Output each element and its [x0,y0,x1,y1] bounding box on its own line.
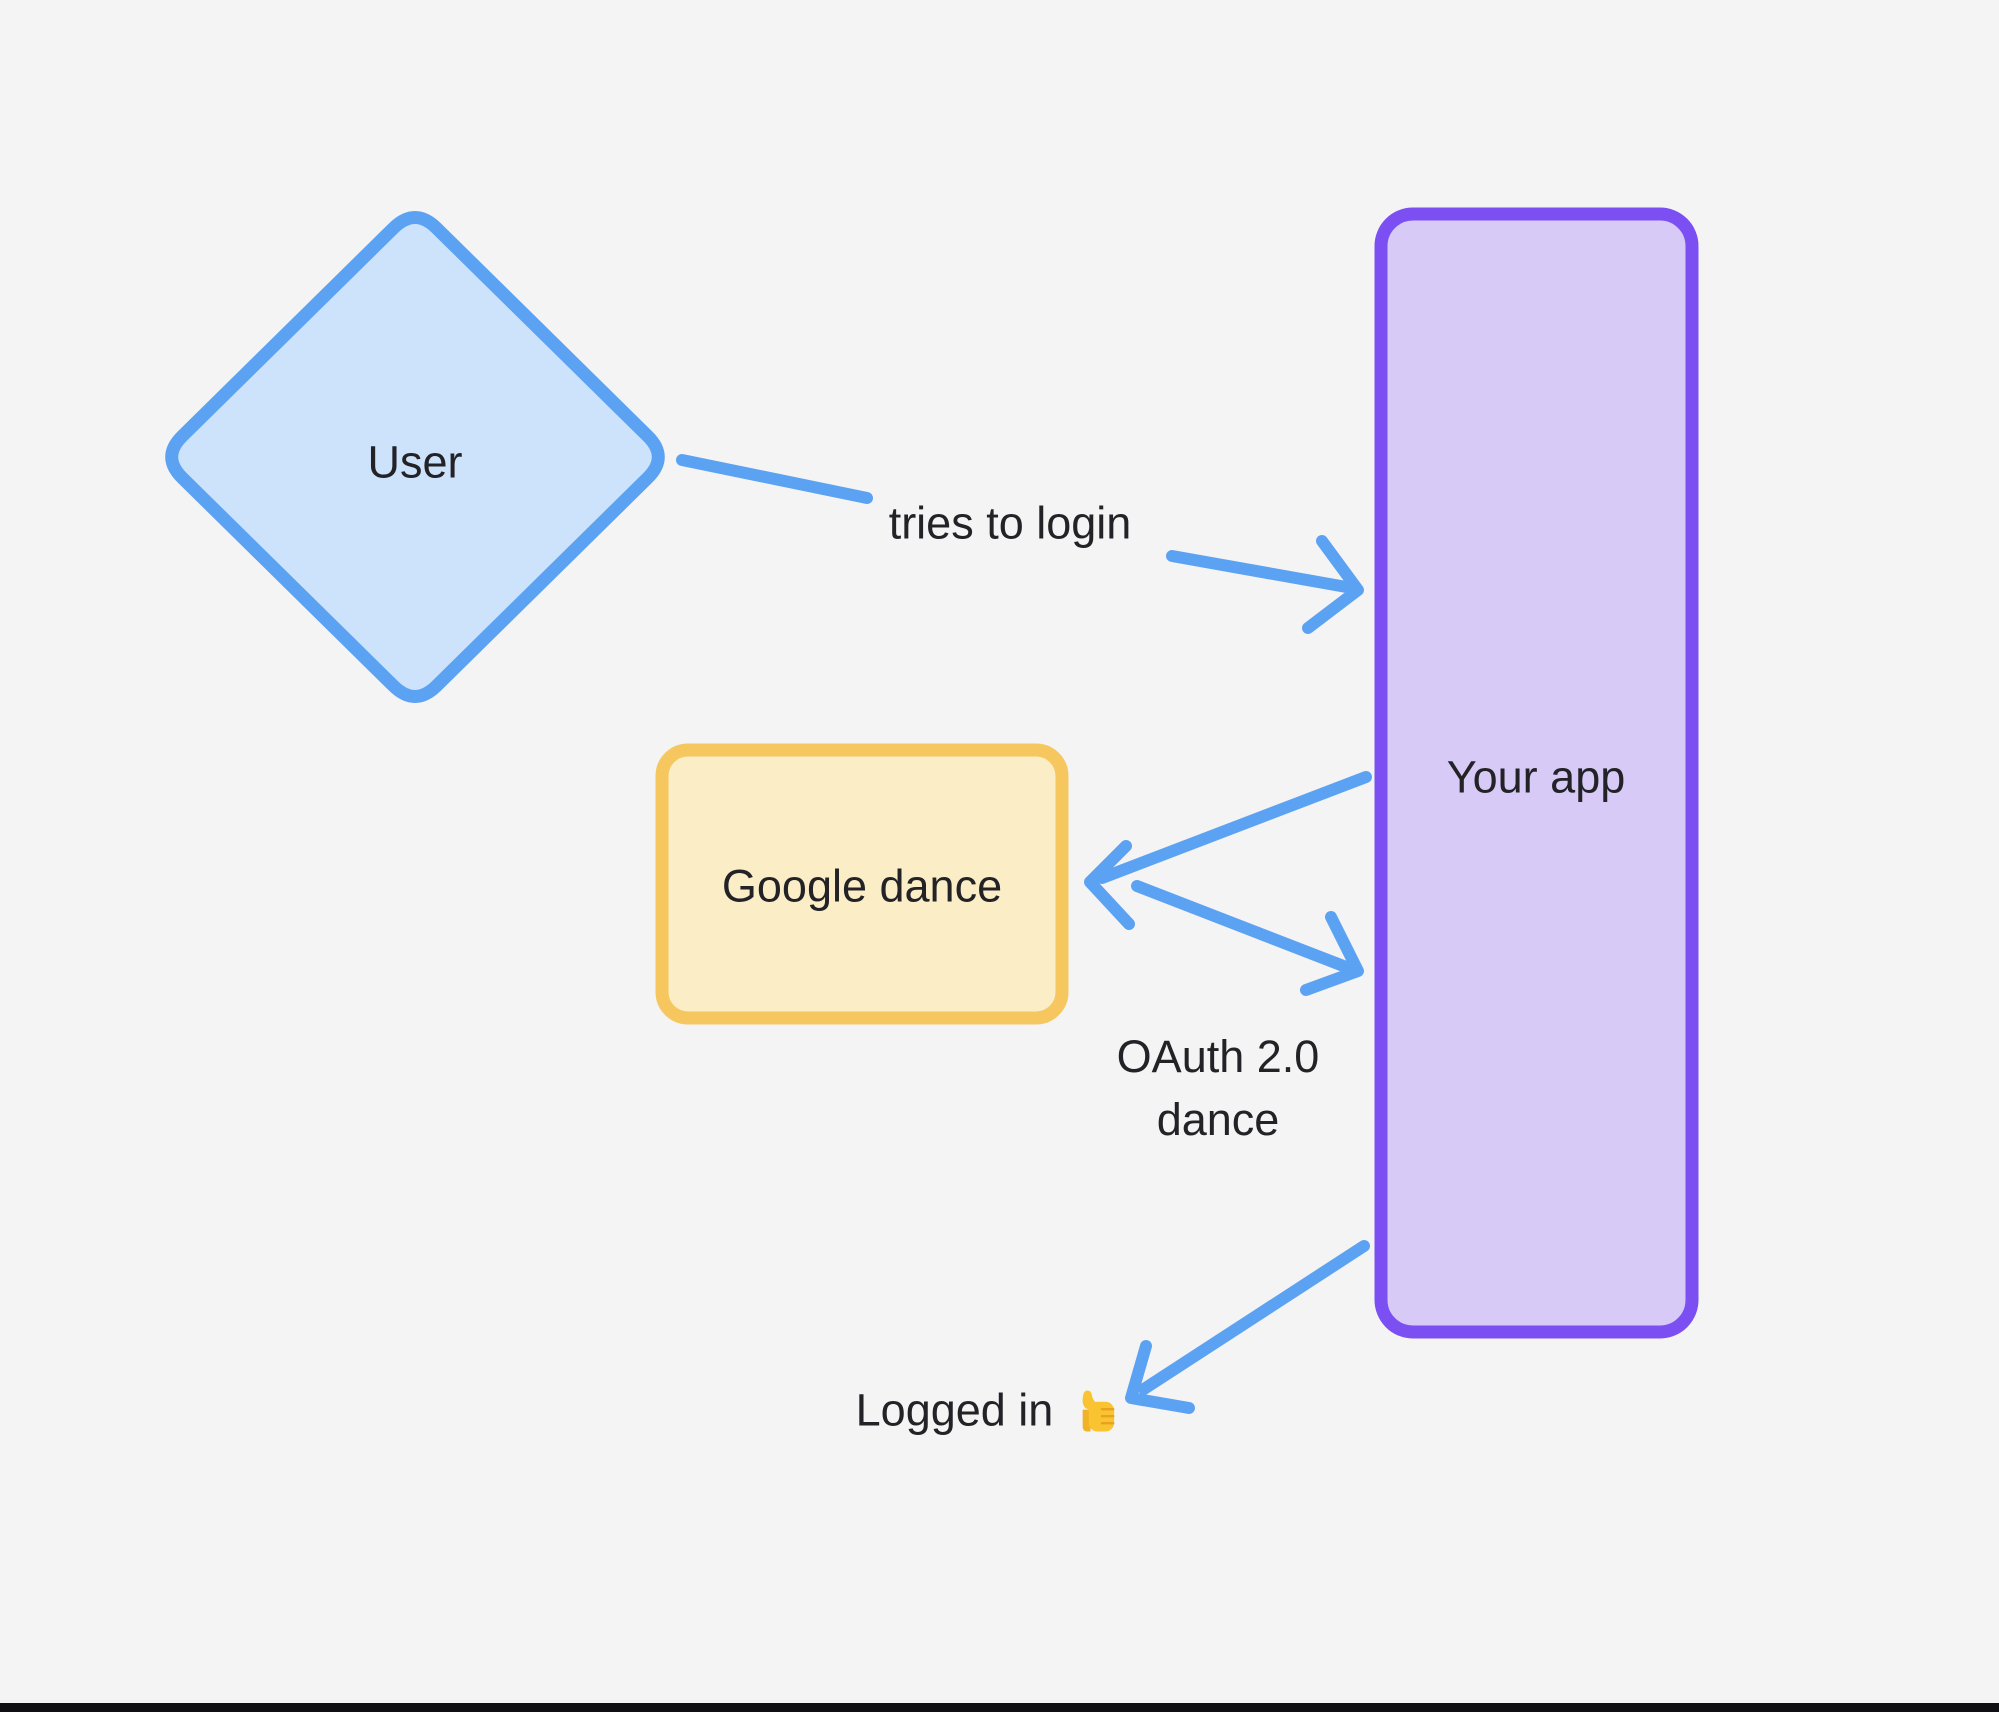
screen-bottom-edge [0,1703,1999,1712]
your-app-node-label[interactable]: Your app [1446,751,1626,803]
edge-app-to-logged-in-line [1138,1240,1370,1395]
edge-user-to-app-arrowhead [1302,535,1364,634]
google-dance-node-label[interactable]: Google dance [721,860,1003,912]
edge-user-to-app-stub [676,454,873,504]
logged-in-label[interactable]: Logged in 👍 [856,1379,1125,1442]
thumbs-up-icon [1082,1390,1115,1431]
your-app-node[interactable] [1374,207,1699,1339]
edge-app-to-logged-in-arrowhead [1125,1340,1195,1414]
edge-google-to-app-arrowhead [1300,911,1364,996]
tries-to-login-label[interactable]: tries to login [888,497,1132,549]
edge-app-to-google-line [1096,771,1372,884]
logged-in-text: Logged in [855,1384,1054,1436]
edge-google-to-app-line [1131,880,1352,973]
user-diamond-shape [165,211,665,703]
user-node[interactable] [165,211,665,703]
oauth-dance-label[interactable]: OAuth 2.0 dance [1116,1031,1320,1145]
edge-app-to-google[interactable] [1084,771,1372,930]
user-node-label[interactable]: User [367,436,463,488]
arrows-layer [676,454,1372,1414]
thumbs-up-thumb [1082,1390,1100,1410]
google-dance-node[interactable] [655,743,1069,1025]
edge-user-to-app[interactable] [676,454,1364,634]
edge-app-to-logged-in[interactable] [1125,1240,1370,1414]
edge-user-to-app-line [1166,550,1358,594]
google-dance-rect-shape [655,743,1069,1025]
thumbs-up-finger-lines [1100,1407,1115,1424]
your-app-rect-shape [1374,207,1699,1339]
thumbs-up-wrist [1082,1409,1091,1431]
edge-app-to-google-arrowhead [1084,840,1135,930]
edge-google-to-app[interactable] [1131,880,1364,996]
